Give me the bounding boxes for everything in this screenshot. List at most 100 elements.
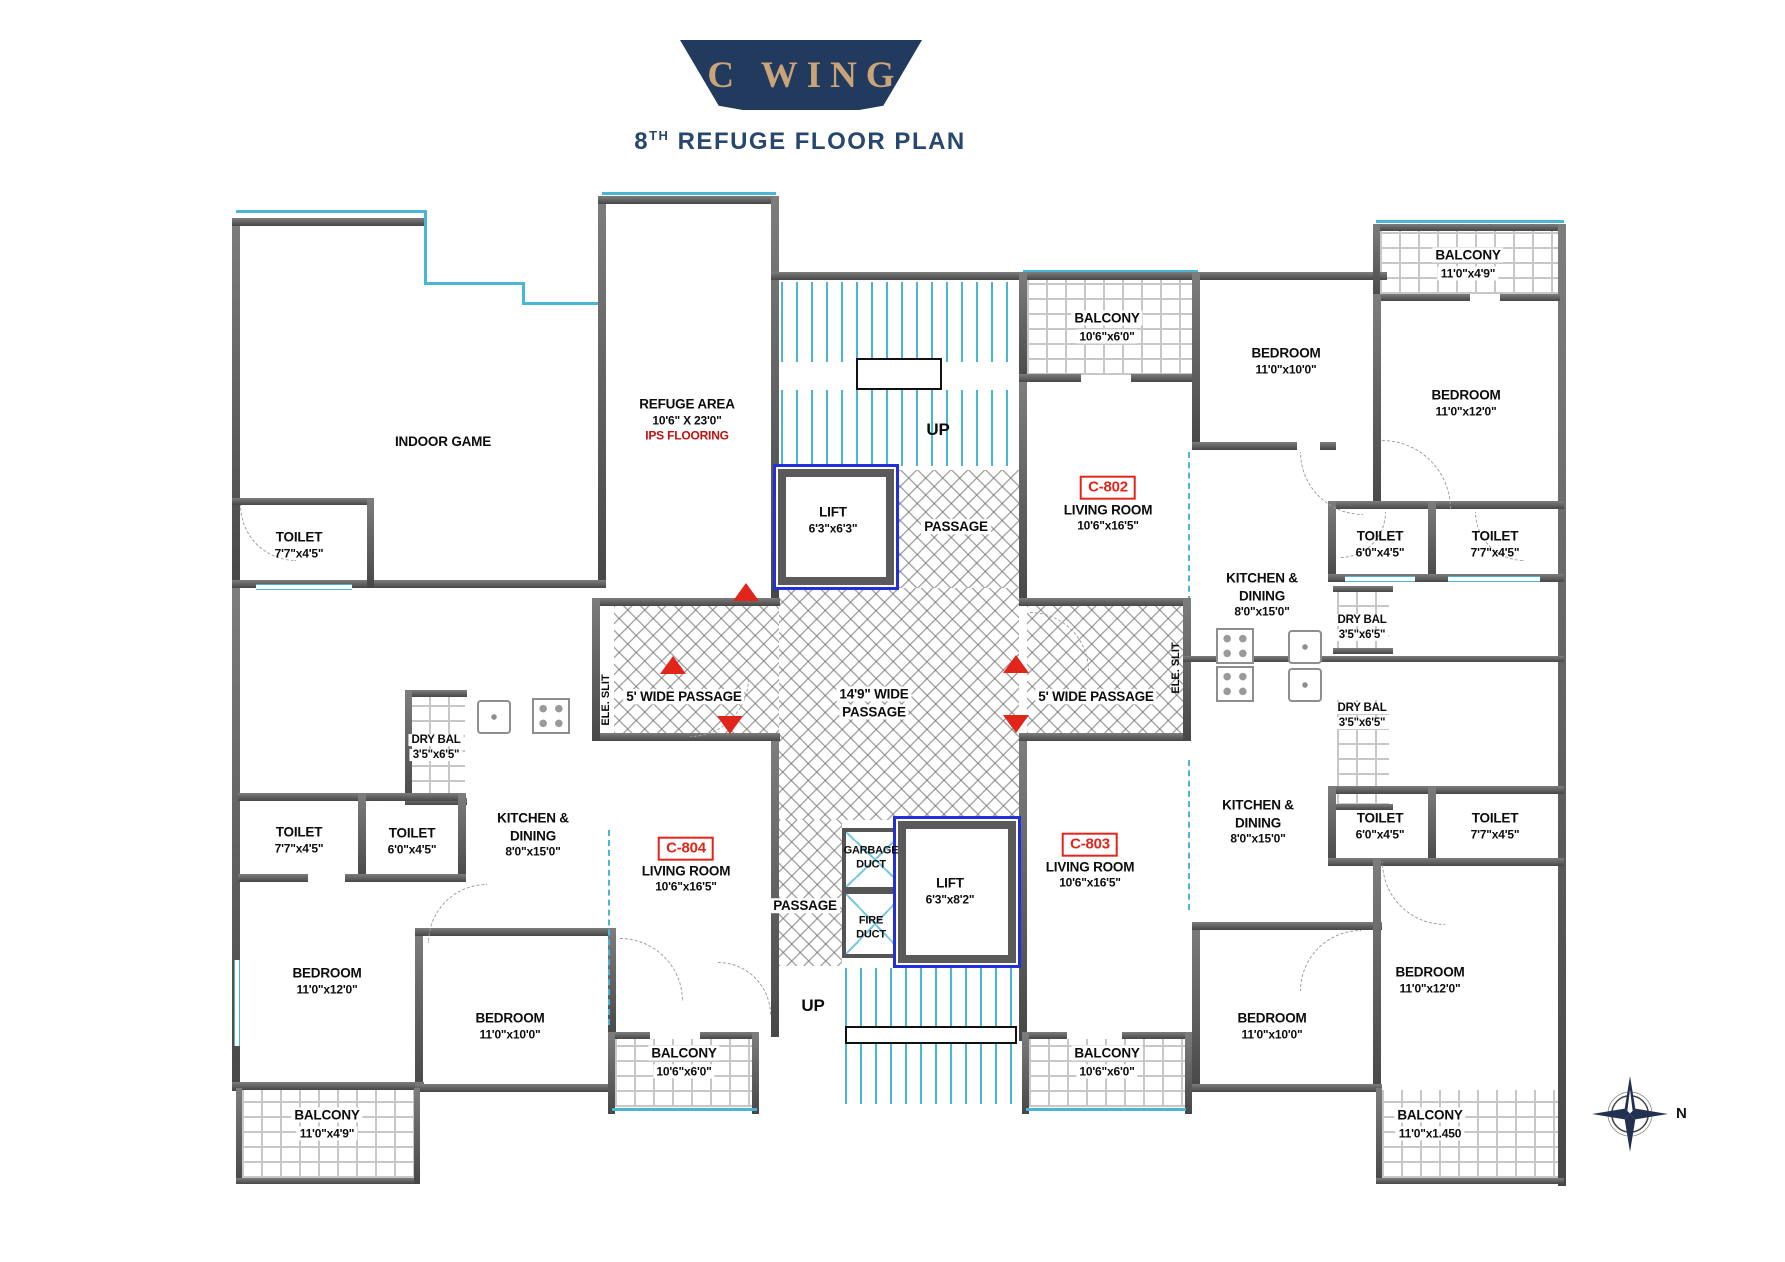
room-name: KITCHEN & (1226, 570, 1298, 586)
room-label-c804-toilet1: TOILET 6'0"x4'5" (388, 824, 437, 857)
unit-label-c802: C-802 LIVING ROOM 10'6"x16'5" (1064, 475, 1152, 535)
room-dims: 11'0"x10'0" (1241, 1026, 1303, 1041)
wall (1192, 922, 1382, 930)
room-dims: 6'0"x4'5" (1355, 826, 1405, 841)
wall (598, 196, 606, 588)
room-dims: 3'5"x6'5" (1335, 717, 1389, 729)
lift-bottom (893, 816, 1021, 968)
room-label-c803-bedroom2: BEDROOM 11'0"x12'0" (1395, 963, 1464, 996)
stairs-top-landing (856, 358, 942, 390)
room-name: INDOOR GAME (394, 434, 492, 450)
room-name: BEDROOM (1431, 387, 1501, 403)
room-name: BEDROOM (1395, 964, 1465, 980)
wall (1192, 1084, 1382, 1092)
wall (232, 580, 606, 588)
window (234, 960, 240, 1046)
wall (608, 928, 616, 1038)
duct-text: FIRE (858, 914, 884, 927)
room-dims: 7'7"x4'5" (1470, 826, 1520, 841)
wall (232, 218, 424, 226)
room-label-c803-drybal: DRY BAL 3'5"x6'5" (1334, 701, 1390, 731)
direction-arrow-down (1003, 715, 1029, 733)
room-dims: 11'0"x12'0" (1435, 403, 1497, 418)
passage-text: PASSAGE (921, 519, 991, 535)
floor-number: 8 (634, 128, 650, 155)
passage-bottom-label: PASSAGE (770, 897, 840, 915)
stairs-bottom-lower-flight (845, 1044, 1013, 1104)
compass-rose-icon (1592, 1076, 1668, 1152)
wall (415, 928, 423, 1092)
open-partition-line (608, 830, 610, 1025)
door-arc (1382, 440, 1451, 509)
room-label-c802-bedroom2: BEDROOM 11'0"x12'0" (1431, 386, 1500, 419)
wall (405, 690, 467, 697)
room-name: DRY BAL (408, 734, 464, 747)
direction-arrow-up (660, 656, 686, 674)
window (1448, 576, 1540, 582)
projection-line (1023, 270, 1198, 273)
room-dims: 7'7"x4'5" (1470, 544, 1520, 559)
projection-line (522, 282, 525, 305)
wall (1428, 786, 1436, 866)
wall (1183, 598, 1191, 741)
garbage-duct-label: GARBAGE DUCT (844, 844, 899, 873)
north-text: N (1676, 1105, 1687, 1122)
room-label-c802-bedroom1: BEDROOM 11'0"x10'0" (1251, 344, 1320, 377)
stairs-top-lower-flight (781, 390, 1019, 466)
room-label-c804-corner-balcony: BALCONY 11'0"x4'9" (291, 1106, 363, 1141)
wall (1192, 442, 1297, 450)
up-text: UP (798, 995, 828, 1015)
wall (771, 196, 779, 598)
room-label-c802-drybal: DRY BAL 3'5"x6'5" (1334, 613, 1390, 643)
wall (1376, 1178, 1564, 1184)
wall (598, 196, 778, 204)
passage-text: PASSAGE (770, 898, 840, 914)
room-name: DINING (1238, 588, 1286, 604)
wall (232, 588, 240, 1091)
room-label-c804-balcony: BALCONY 10'6"x6'0" (648, 1044, 720, 1079)
floor-ordinal: TH (649, 128, 670, 143)
balcony-edge (1026, 1108, 1186, 1111)
wall (1333, 804, 1393, 810)
stove-icon (532, 698, 570, 734)
ele-slit-right-label: ELE. SLIT (1169, 642, 1183, 693)
wall (1122, 1032, 1188, 1039)
room-dims: 10'6"x6'0" (653, 1063, 715, 1078)
room-dims: 10'6"x16'5" (655, 879, 717, 894)
wall (1428, 501, 1436, 581)
wall (1328, 858, 1564, 866)
room-label-c803-bedroom1: BEDROOM 11'0"x10'0" (1237, 1009, 1306, 1042)
stairs-top-upper-flight (781, 282, 1019, 362)
wall (1320, 442, 1336, 450)
room-dims: 6'0"x4'5" (387, 841, 437, 856)
side-passage-left-label: 5' WIDE PASSAGE (623, 688, 745, 706)
wall (608, 1032, 615, 1114)
room-name: BEDROOM (1251, 345, 1321, 361)
room-label-c802-corner-balcony: BALCONY 11'0"x4'9" (1432, 246, 1504, 281)
room-name: TOILET (1356, 810, 1404, 826)
balcony-hatch-c802-corner (1380, 231, 1558, 294)
wall (1328, 786, 1564, 794)
room-name: TOILET (275, 824, 323, 840)
sink-icon (477, 700, 511, 734)
wall (1328, 786, 1336, 866)
wall (415, 1084, 615, 1092)
passage-hatch-bottom-strip (779, 820, 842, 966)
projection-line (602, 192, 776, 195)
room-dims: 3'5"x6'5" (409, 749, 463, 761)
wall (1380, 294, 1470, 301)
lift-top (773, 464, 899, 590)
wall (1022, 1032, 1067, 1039)
lift-shaft (778, 469, 894, 585)
room-label-c802-kitchen: KITCHEN & DINING 8'0"x15'0" (1226, 570, 1298, 621)
room-dims: 8'0"x15'0" (1230, 831, 1286, 846)
wall (405, 798, 467, 805)
room-label-c804-drybal: DRY BAL 3'5"x6'5" (408, 733, 464, 763)
wall (1373, 224, 1380, 300)
passage-text: 14'9" WIDE (836, 686, 912, 702)
room-label-c802-toilet1: TOILET 6'0"x4'5" (1356, 527, 1405, 560)
room-dims: 10'6"x16'5" (1077, 518, 1139, 533)
room-label-c802-balcony: BALCONY 10'6"x6'0" (1071, 309, 1143, 344)
central-passage-label: 14'9" WIDE PASSAGE (836, 685, 912, 720)
